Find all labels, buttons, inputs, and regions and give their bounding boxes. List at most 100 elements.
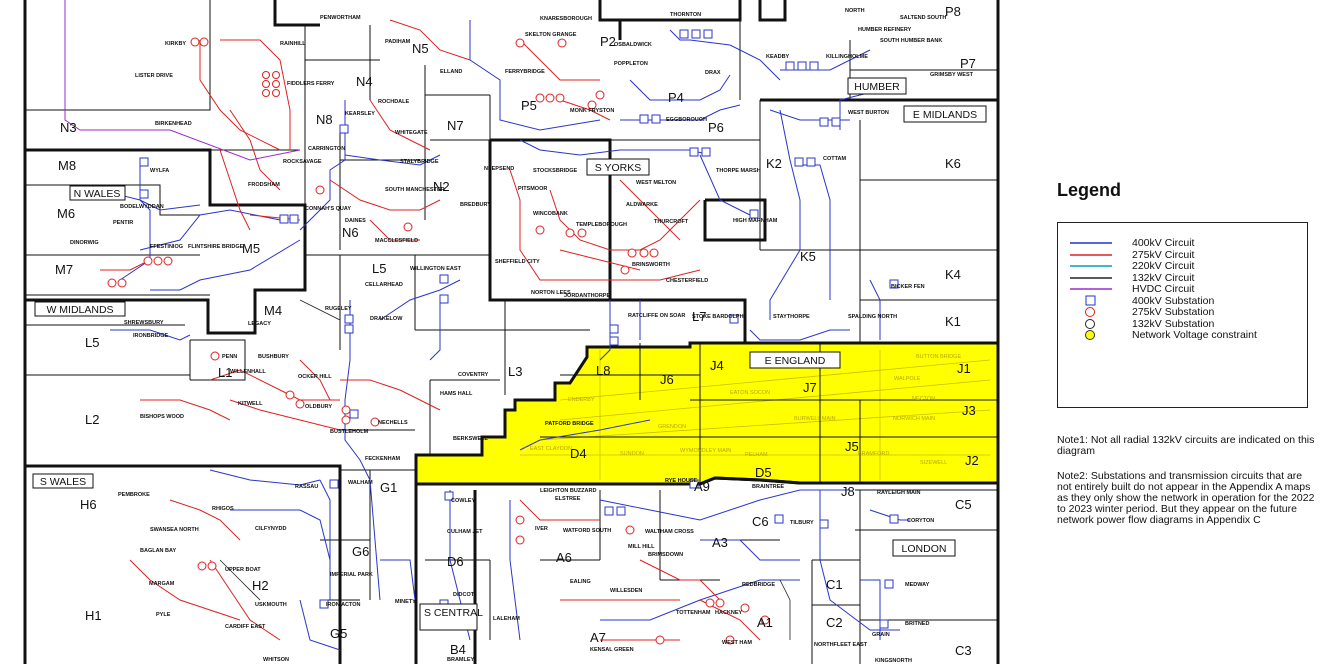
- svg-text:WYMONDLEY MAIN: WYMONDLEY MAIN: [680, 448, 731, 454]
- svg-text:NEEPSEND: NEEPSEND: [484, 166, 514, 172]
- legend-line-symbol: [1068, 260, 1112, 272]
- svg-text:CONNAH'S QUAY: CONNAH'S QUAY: [305, 206, 351, 212]
- svg-text:KENSAL GREEN: KENSAL GREEN: [590, 647, 634, 653]
- svg-text:FLINTSHIRE BRIDGE: FLINTSHIRE BRIDGE: [188, 244, 244, 250]
- svg-text:SHEFFIELD CITY: SHEFFIELD CITY: [495, 259, 540, 265]
- zone-m8: M8: [58, 158, 76, 173]
- svg-text:COVENTRY: COVENTRY: [458, 372, 489, 378]
- svg-text:REDBRIDGE: REDBRIDGE: [742, 582, 775, 588]
- region-w-midlands: W MIDLANDS: [46, 304, 113, 316]
- svg-text:WINCOBANK: WINCOBANK: [533, 211, 568, 217]
- legend-item-label: HVDC Circuit: [1132, 283, 1194, 295]
- svg-text:EAST CLAYDON: EAST CLAYDON: [530, 446, 572, 452]
- zone-j2: J2: [965, 453, 979, 468]
- svg-text:JORDANTHORPE: JORDANTHORPE: [564, 293, 610, 299]
- svg-text:FFESTINIOG: FFESTINIOG: [150, 244, 183, 250]
- svg-text:BURWELL MAIN: BURWELL MAIN: [794, 416, 836, 422]
- svg-text:BRAMLEY: BRAMLEY: [447, 657, 475, 663]
- legend-title: Legend: [1057, 180, 1121, 201]
- legend-item-label: 275kV Substation: [1132, 306, 1214, 318]
- svg-text:HIGH MARNHAM: HIGH MARNHAM: [733, 218, 778, 224]
- svg-text:MONK FRYSTON: MONK FRYSTON: [570, 108, 614, 114]
- svg-text:RHIGOS: RHIGOS: [212, 506, 234, 512]
- region-boundaries: [25, 0, 998, 664]
- svg-text:KILLINGHOLME: KILLINGHOLME: [826, 54, 868, 60]
- zone-l5-north: L5: [372, 261, 386, 276]
- legend-item-label: 132kV Circuit: [1132, 272, 1194, 284]
- svg-text:BUTTON BRIDGE: BUTTON BRIDGE: [916, 354, 961, 360]
- svg-text:BUSTLEHOLM: BUSTLEHOLM: [330, 429, 369, 435]
- zone-c5: C5: [955, 497, 972, 512]
- svg-text:RASSAU: RASSAU: [295, 484, 318, 490]
- svg-text:STOCKSBRIDGE: STOCKSBRIDGE: [533, 168, 578, 174]
- note-1: Note1: Not all radial 132kV circuits are…: [1057, 435, 1317, 457]
- svg-text:FECKENHAM: FECKENHAM: [365, 456, 401, 462]
- zone-d4: D4: [570, 446, 587, 461]
- svg-text:NORTH: NORTH: [845, 8, 865, 14]
- svg-text:RAINHILL: RAINHILL: [280, 41, 306, 47]
- svg-text:BERKSWELL: BERKSWELL: [453, 436, 488, 442]
- zone-c2: C2: [826, 615, 843, 630]
- svg-text:SOUTH HUMBER BANK: SOUTH HUMBER BANK: [880, 38, 942, 44]
- zone-a3: A3: [712, 535, 728, 550]
- svg-text:DINORWIG: DINORWIG: [70, 240, 99, 246]
- svg-text:SPALDING NORTH: SPALDING NORTH: [848, 314, 897, 320]
- svg-text:STOKE BARDOLPH: STOKE BARDOLPH: [692, 314, 744, 320]
- zone-d5: D5: [755, 465, 772, 480]
- svg-text:GRAIN: GRAIN: [872, 632, 890, 638]
- svg-text:CORYTON: CORYTON: [907, 518, 934, 524]
- svg-text:NECTON: NECTON: [912, 396, 935, 402]
- svg-text:SKELTON GRANGE: SKELTON GRANGE: [525, 32, 577, 38]
- region-n-wales: N WALES: [74, 188, 121, 200]
- svg-text:WYLFA: WYLFA: [150, 168, 169, 174]
- zone-h1: H1: [85, 608, 102, 623]
- zone-j8: J8: [841, 484, 855, 499]
- region-s-wales: S WALES: [40, 476, 86, 488]
- zone-l3: L3: [508, 364, 522, 379]
- svg-text:KNARESBOROUGH: KNARESBOROUGH: [540, 16, 592, 22]
- svg-text:SWANSEA NORTH: SWANSEA NORTH: [150, 527, 199, 533]
- svg-text:CARRINGTON: CARRINGTON: [308, 146, 345, 152]
- svg-text:THURCROFT: THURCROFT: [654, 219, 689, 225]
- svg-text:WALTHAM CROSS: WALTHAM CROSS: [645, 529, 694, 535]
- svg-text:WILLENHALL: WILLENHALL: [230, 369, 266, 375]
- svg-text:HACKNEY: HACKNEY: [715, 610, 743, 616]
- svg-text:KITWELL: KITWELL: [238, 401, 263, 407]
- zone-l2: L2: [85, 412, 99, 427]
- zone-p7: P7: [960, 56, 976, 71]
- svg-text:KEARSLEY: KEARSLEY: [345, 111, 375, 117]
- legend-item-label: 400kV Substation: [1132, 295, 1214, 307]
- zone-a7: A7: [590, 630, 606, 645]
- svg-text:HAMS HALL: HAMS HALL: [440, 391, 473, 397]
- svg-text:CULHAM JET: CULHAM JET: [447, 529, 483, 535]
- svg-text:CILFYNYDD: CILFYNYDD: [255, 526, 287, 532]
- svg-text:WEST BURTON: WEST BURTON: [848, 110, 889, 116]
- svg-text:TOTTENHAM: TOTTENHAM: [676, 610, 711, 616]
- svg-text:PATFORD BRIDGE: PATFORD BRIDGE: [545, 421, 594, 427]
- svg-text:MACCLESFIELD: MACCLESFIELD: [375, 238, 418, 244]
- zone-m5: M5: [242, 241, 260, 256]
- svg-text:ROCKSAVAGE: ROCKSAVAGE: [283, 159, 322, 165]
- zone-n8: N8: [316, 112, 333, 127]
- svg-text:RAYLEIGH MAIN: RAYLEIGH MAIN: [877, 490, 921, 496]
- zone-m4: M4: [264, 303, 282, 318]
- svg-text:SHREWSBURY: SHREWSBURY: [124, 320, 164, 326]
- zone-p6: P6: [708, 120, 724, 135]
- svg-text:BRITNED: BRITNED: [905, 621, 929, 627]
- svg-text:WEST MELTON: WEST MELTON: [636, 180, 676, 186]
- svg-text:PADIHAM: PADIHAM: [385, 39, 411, 45]
- svg-text:BRAINTREE: BRAINTREE: [752, 484, 784, 490]
- zone-n5: N5: [412, 41, 429, 56]
- svg-text:WALHAM: WALHAM: [348, 480, 373, 486]
- svg-text:WHITSON: WHITSON: [263, 657, 289, 663]
- region-s-central: S CENTRAL: [424, 607, 483, 619]
- svg-text:PEMBROKE: PEMBROKE: [118, 492, 150, 498]
- zone-n3: N3: [60, 120, 77, 135]
- svg-text:STALYBRIDGE: STALYBRIDGE: [400, 159, 439, 165]
- zone-h6: H6: [80, 497, 97, 512]
- legend-item-label: 220kV Circuit: [1132, 260, 1194, 272]
- zone-m7: M7: [55, 262, 73, 277]
- zone-k6: K6: [945, 156, 961, 171]
- note-2: Note2: Substations and transmission circ…: [1057, 471, 1317, 526]
- legend-line-symbol: [1068, 249, 1112, 261]
